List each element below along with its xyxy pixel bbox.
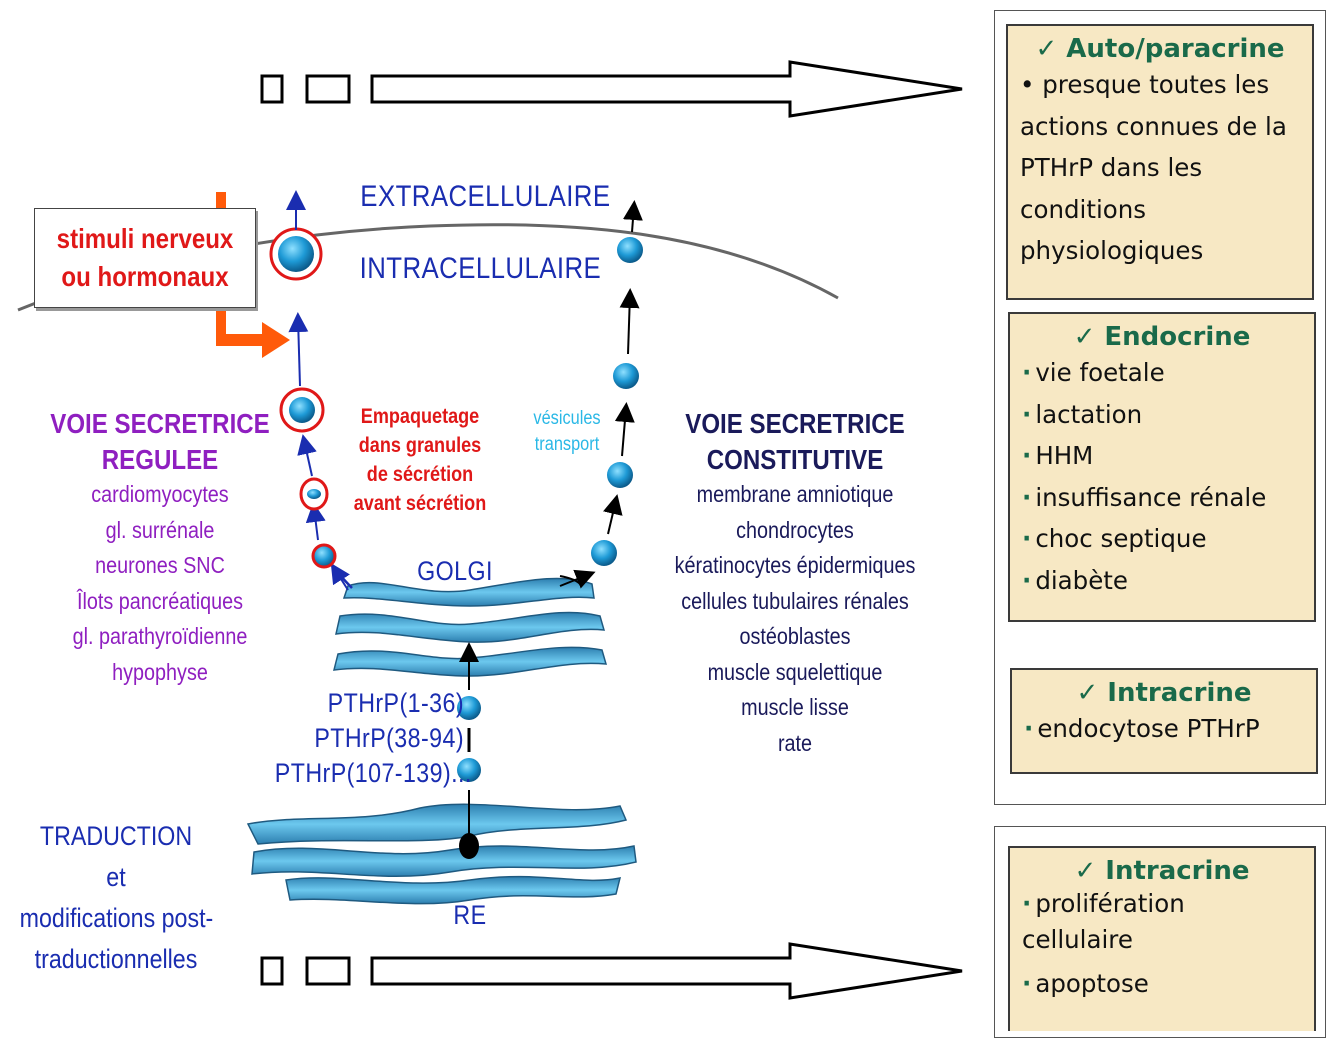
intracrine-item: ·apoptose xyxy=(1022,969,1149,998)
voie-constitutive-item: ostéoblastes xyxy=(739,623,851,649)
stimulus-arrow xyxy=(216,192,290,358)
vesicle xyxy=(613,363,639,389)
re-label: RE xyxy=(453,900,487,930)
empaquetage-label: Empaquetage dans granules de sécrétion a… xyxy=(340,402,500,518)
voie-regulee-title-1: VOIE SECRETRICE xyxy=(50,408,270,439)
ribosome-dot xyxy=(459,833,479,859)
autoparacrine-text: PTHrP dans les xyxy=(1020,153,1203,182)
endoplasmic-reticulum xyxy=(246,803,637,905)
voie-constitutive-item: membrane amniotique xyxy=(696,481,894,507)
endocrine-item: ·choc septique xyxy=(1022,524,1207,553)
autoparacrine-text: actions connues de la xyxy=(1020,111,1287,141)
intracrine-title: ✓ Intracrine xyxy=(1076,678,1252,708)
voie-constitutive-item: muscle lisse xyxy=(741,694,849,720)
empaquetage-line: Empaquetage xyxy=(360,405,480,428)
traduction-line: TRADUCTION xyxy=(39,821,193,851)
voie-constitutive-item: rate xyxy=(777,729,813,756)
vesicules-line: vésicules xyxy=(533,408,601,429)
vesicle xyxy=(457,696,481,720)
intracrine-panel-1: ✓ Intracrine ·endocytose PTHrP xyxy=(1010,668,1318,774)
bottom-arrow-square-2 xyxy=(305,956,351,986)
autoparacrine-title: ✓ Auto/paracrine xyxy=(1035,34,1285,64)
endocrine-item: ·diabète xyxy=(1022,565,1128,595)
pthrp-fragment: PTHrP(107-139)... xyxy=(274,758,472,788)
autoparacrine-text: conditions xyxy=(1020,194,1147,224)
voie-constitutive-item: kératinocytes épidermiques xyxy=(674,552,916,578)
top-arrow-shaft xyxy=(370,60,963,118)
stimuli-line-2: ou hormonaux xyxy=(61,261,229,292)
voie-regulee-item: gl. parathyroïdienne xyxy=(72,623,248,649)
voie-regulee-item: hypophyse xyxy=(112,658,208,685)
voie-constitutive-item: muscle squelettique xyxy=(707,658,883,685)
regulated-pathway xyxy=(269,190,353,591)
pthrp-fragment: PTHrP(1-36) xyxy=(327,688,464,718)
top-big-arrow xyxy=(260,60,963,118)
autoparacrine-panel: ✓ Auto/paracrine • presque toutes les ac… xyxy=(1006,24,1314,300)
pthrp-fragments: PTHrP(1-36) PTHrP(38-94) PTHrP(107-139).… xyxy=(244,686,472,791)
intracellulaire-label: INTRACELLULAIRE xyxy=(359,252,602,285)
endocrine-panel: ✓ Endocrine ·vie foetale ·lactation ·HHM… xyxy=(1008,312,1316,622)
constitutive-pathway xyxy=(559,200,643,589)
golgi-label: GOLGI xyxy=(417,556,493,586)
voie-regulee-item: neurones SNC xyxy=(95,552,225,578)
pthrp-fragment: PTHrP(38-94) xyxy=(314,723,464,753)
autoparacrine-text: physiologiques xyxy=(1020,236,1204,265)
endocrine-item: ·lactation xyxy=(1022,399,1143,429)
traduction-label: TRADUCTION et modifications post- traduc… xyxy=(4,816,228,980)
voie-constitutive-item: cellules tubulaires rénales xyxy=(681,587,909,614)
voie-constitutive-item: chondrocytes xyxy=(736,516,854,543)
endocrine-item: ·insuffisance rénale xyxy=(1022,482,1267,512)
intracrine-item: ·prolifération xyxy=(1022,889,1185,918)
traduction-line: traductionnelles xyxy=(34,944,198,974)
top-arrow-square-2 xyxy=(305,74,351,104)
autoparacrine-text: • presque toutes les xyxy=(1020,70,1270,99)
vesicle xyxy=(607,462,633,488)
voie-constitutive-title-2: CONSTITUTIVE xyxy=(706,443,884,475)
empaquetage-line: dans granules xyxy=(358,434,482,457)
voie-regulee-item: gl. surrénale xyxy=(105,516,215,543)
intracrine-title: ✓ Intracrine xyxy=(1074,856,1250,886)
bottom-big-arrow xyxy=(260,942,963,1000)
stimuli-line-1: stimuli nerveux xyxy=(56,223,234,254)
intracrine-item-continuation: cellulaire xyxy=(1022,925,1133,954)
intracrine-item: ·endocytose PTHrP xyxy=(1024,714,1260,743)
endocrine-item: ·HHM xyxy=(1022,441,1094,470)
traduction-line: modifications post- xyxy=(19,903,214,933)
voie-regulee-item: Îlots pancréatiques xyxy=(76,587,244,614)
endocrine-item: ·vie foetale xyxy=(1022,358,1165,387)
empaquetage-line: avant sécrétion xyxy=(353,492,487,515)
voie-regulee-title-2: REGULEE xyxy=(101,443,219,475)
re-to-golgi-path xyxy=(457,642,481,859)
voie-constitutive: VOIE SECRETRICE CONSTITUTIVE membrane am… xyxy=(640,406,950,761)
voie-regulee: VOIE SECRETRICE REGULEE cardiomyocytes g… xyxy=(20,406,300,690)
extracellulaire-label: EXTRACELLULAIRE xyxy=(360,180,611,213)
intracrine-panel-2: ✓ Intracrine ·prolifération cellulaire ·… xyxy=(1008,846,1316,1031)
top-arrow-square-1 xyxy=(260,74,284,104)
vesicules-line: transport xyxy=(534,434,600,455)
golgi-apparatus xyxy=(333,577,608,677)
vesicules-transport-label: vésicules transport xyxy=(522,406,612,458)
bottom-arrow-shaft xyxy=(370,942,963,1000)
secretory-granule xyxy=(311,543,337,569)
stimuli-box: stimuli nerveux ou hormonaux xyxy=(34,208,256,308)
empaquetage-line: de sécrétion xyxy=(366,463,474,486)
vesicle xyxy=(591,540,617,566)
voie-constitutive-title-1: VOIE SECRETRICE xyxy=(685,408,905,439)
endocrine-title: ✓ Endocrine xyxy=(1073,322,1251,352)
traduction-line: et xyxy=(106,862,126,892)
vesicle xyxy=(617,237,643,263)
bottom-arrow-square-1 xyxy=(260,956,284,986)
vesicle xyxy=(457,758,481,782)
voie-regulee-item: cardiomyocytes xyxy=(91,481,229,507)
